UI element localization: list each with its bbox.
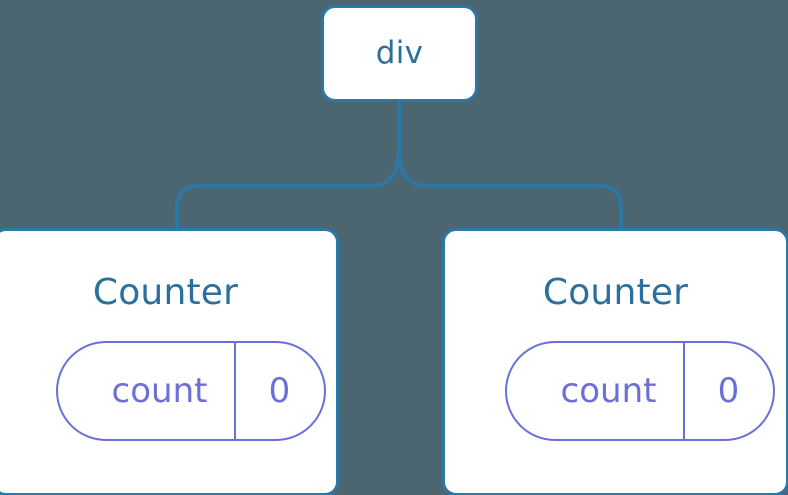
state-value-right: 0 [682, 343, 773, 439]
node-root-div[interactable]: div [321, 5, 478, 102]
state-pill-left[interactable]: count 0 [55, 341, 326, 441]
node-counter-left-label: Counter [92, 272, 239, 313]
connector-root-to-left-child [175, 99, 401, 234]
connector-root-to-right-child [397, 99, 623, 234]
state-key-right: count [560, 371, 657, 411]
node-root-label: div [375, 35, 424, 71]
node-counter-right[interactable]: Counter count 0 [442, 228, 788, 495]
state-pill-right[interactable]: count 0 [504, 341, 775, 441]
state-key-left: count [111, 371, 208, 411]
node-counter-right-label: Counter [542, 272, 689, 313]
state-value-left: 0 [233, 343, 324, 439]
node-counter-left[interactable]: Counter count 0 [0, 228, 339, 495]
